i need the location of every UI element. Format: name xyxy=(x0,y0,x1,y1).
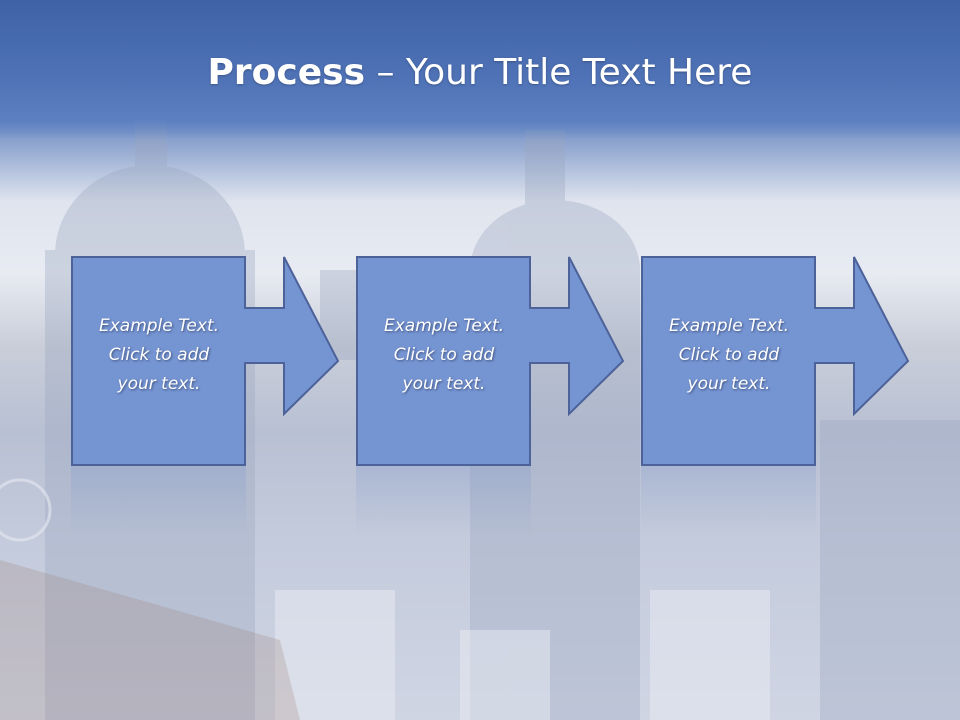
step-line: your text. xyxy=(117,374,201,394)
step-line: Click to add xyxy=(108,345,210,365)
step-line: Example Text. xyxy=(383,316,505,336)
page-title[interactable]: Process – Your Title Text Here xyxy=(0,52,960,93)
step-text: Example Text. Click to add your text. xyxy=(73,312,245,399)
step-arrow-shape xyxy=(356,256,625,466)
step-reflection xyxy=(641,466,816,536)
process-step-3[interactable]: Example Text. Click to add your text. xyxy=(641,256,910,466)
title-rest: – Your Title Text Here xyxy=(365,52,753,93)
title-bold: Process xyxy=(207,52,366,93)
step-arrow-shape xyxy=(641,256,910,466)
step-line: Example Text. xyxy=(668,316,790,336)
step-arrow-shape xyxy=(71,256,340,466)
process-step-1[interactable]: Example Text. Click to add your text. xyxy=(71,256,340,466)
step-line: Click to add xyxy=(393,345,495,365)
step-line: your text. xyxy=(402,374,486,394)
step-line: your text. xyxy=(687,374,771,394)
step-line: Click to add xyxy=(678,345,780,365)
title-band xyxy=(0,0,960,140)
step-text: Example Text. Click to add your text. xyxy=(358,312,530,399)
step-reflection xyxy=(71,466,246,536)
step-text: Example Text. Click to add your text. xyxy=(643,312,815,399)
step-line: Example Text. xyxy=(98,316,220,336)
process-step-2[interactable]: Example Text. Click to add your text. xyxy=(356,256,625,466)
step-reflection xyxy=(356,466,531,536)
